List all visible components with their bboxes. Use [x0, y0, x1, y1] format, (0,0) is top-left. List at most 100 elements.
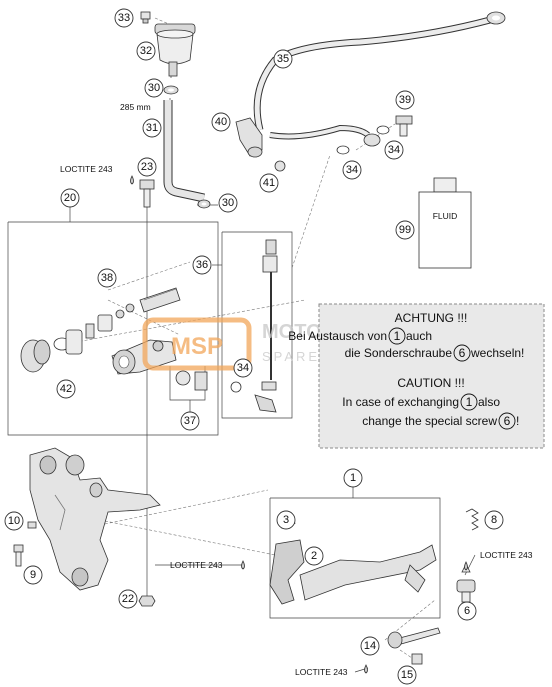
callout-39[interactable]: 39 [395, 90, 415, 110]
callout-2[interactable]: 2 [304, 546, 324, 566]
msp-logo: MSP [171, 333, 223, 360]
svg-text:34: 34 [388, 144, 400, 156]
leader-lines [7, 17, 476, 673]
svg-text:3: 3 [283, 514, 289, 526]
part-clamp-30 [163, 85, 179, 95]
svg-text:32: 32 [140, 45, 152, 57]
callout-1[interactable]: 1 [343, 468, 363, 488]
svg-text:41: 41 [263, 177, 275, 189]
callout-41[interactable]: 41 [259, 173, 279, 193]
part-spring-8 [465, 508, 479, 531]
part-nut-22 [138, 595, 156, 607]
warning-en-ref-6: 6 [504, 414, 511, 428]
part-master-cylinder-20 [20, 287, 208, 391]
glue-drops [130, 175, 468, 674]
part-screw-33 [140, 11, 151, 24]
warning-de-line2-post: wechseln! [470, 346, 524, 360]
svg-text:23: 23 [141, 161, 153, 173]
loctite-note-15: LOCTITE 243 [295, 667, 348, 677]
svg-text:37: 37 [184, 415, 196, 427]
part-brake-lever-1 [269, 515, 437, 605]
callout-9[interactable]: 9 [23, 565, 43, 585]
callout-34-mid[interactable]: 34 [342, 160, 362, 180]
svg-text:31: 31 [146, 122, 158, 134]
loctite-note-23: LOCTITE 243 [60, 164, 113, 174]
svg-text:6: 6 [464, 605, 470, 617]
callout-8[interactable]: 8 [484, 510, 504, 530]
callout-20[interactable]: 20 [60, 188, 80, 208]
part-hose-35 [253, 11, 506, 147]
callout-34-right[interactable]: 34 [384, 140, 404, 160]
callout-3[interactable]: 3 [276, 510, 296, 530]
part-union-40 [235, 117, 286, 172]
callout-22[interactable]: 22 [118, 589, 138, 609]
svg-text:30: 30 [148, 82, 160, 94]
warning-en-ref-1: 1 [466, 395, 473, 409]
hose-length-note: 285 mm [120, 102, 151, 112]
callout-31[interactable]: 31 [142, 118, 162, 138]
callout-30-top[interactable]: 30 [144, 78, 164, 98]
part-hose-31 [163, 100, 205, 203]
warning-en-line1-post: also [478, 395, 500, 409]
callout-6[interactable]: 6 [457, 601, 477, 621]
msp-logo-frame [142, 317, 252, 371]
part-banjo-bolt-39 [395, 115, 413, 137]
svg-text:36: 36 [196, 259, 208, 271]
loctite-note-6: LOCTITE 243 [480, 550, 533, 560]
svg-text:42: 42 [60, 383, 72, 395]
warning-en-title: CAUTION !!! [397, 376, 464, 390]
warning-en-line2-post: ! [516, 414, 519, 428]
callout-34-lower[interactable]: 34 [233, 358, 253, 378]
svg-text:30: 30 [222, 197, 234, 209]
callout-23[interactable]: 23 [137, 157, 157, 177]
warning-en-line2-pre: change the special screw [362, 414, 497, 428]
svg-text:8: 8 [491, 514, 497, 526]
part-footpeg-bracket [29, 447, 161, 591]
svg-text:2: 2 [311, 550, 317, 562]
svg-text:22: 22 [122, 593, 134, 605]
part-washers-34 [336, 125, 390, 155]
part-clamp-30b [197, 199, 211, 209]
callout-37[interactable]: 37 [180, 411, 200, 431]
part-bolt-23 [139, 179, 155, 208]
svg-text:35: 35 [277, 53, 289, 65]
svg-text:38: 38 [101, 272, 113, 284]
callout-30-lower[interactable]: 30 [218, 193, 238, 213]
loctite-note-2: LOCTITE 243 [170, 560, 223, 570]
svg-text:34: 34 [346, 164, 358, 176]
svg-text:15: 15 [401, 669, 413, 681]
part-push-rod-36 [230, 239, 278, 413]
svg-text:99: 99 [399, 224, 411, 236]
fluid-label: FLUID [433, 211, 458, 221]
svg-text:34: 34 [237, 362, 249, 374]
part-pin-14-15 [387, 627, 441, 665]
svg-text:39: 39 [399, 94, 411, 106]
warning-de-line2-pre: die Sonderschraube [345, 346, 453, 360]
part-screw-6 [456, 563, 476, 603]
callout-10[interactable]: 10 [4, 511, 24, 531]
warning-de-ref-6: 6 [459, 346, 466, 360]
svg-text:33: 33 [118, 12, 130, 24]
callout-42[interactable]: 42 [56, 379, 76, 399]
warning-de-line1-post: auch [406, 329, 432, 343]
callout-35[interactable]: 35 [273, 49, 293, 69]
warning-box: ACHTUNG !!! Bei Austausch von 1 auch die… [288, 303, 545, 449]
callout-40[interactable]: 40 [211, 112, 231, 132]
svg-text:10: 10 [8, 515, 20, 527]
warning-en-line1-pre: In case of exchanging [342, 395, 459, 409]
warning-de-ref-1: 1 [394, 329, 401, 343]
callout-14[interactable]: 14 [360, 636, 380, 656]
callout-32[interactable]: 32 [136, 41, 156, 61]
callout-99[interactable]: 99 [395, 220, 415, 240]
callout-36[interactable]: 36 [192, 255, 212, 275]
callout-15[interactable]: 15 [397, 665, 417, 685]
svg-text:40: 40 [215, 116, 227, 128]
part-fluid-bottle-99: FLUID [418, 177, 472, 269]
part-reservoir-32 [154, 23, 196, 77]
svg-text:14: 14 [364, 640, 376, 652]
callout-38[interactable]: 38 [97, 268, 117, 288]
warning-de-line1-pre: Bei Austausch von [288, 329, 387, 343]
svg-text:20: 20 [64, 192, 76, 204]
callout-33[interactable]: 33 [114, 8, 134, 28]
